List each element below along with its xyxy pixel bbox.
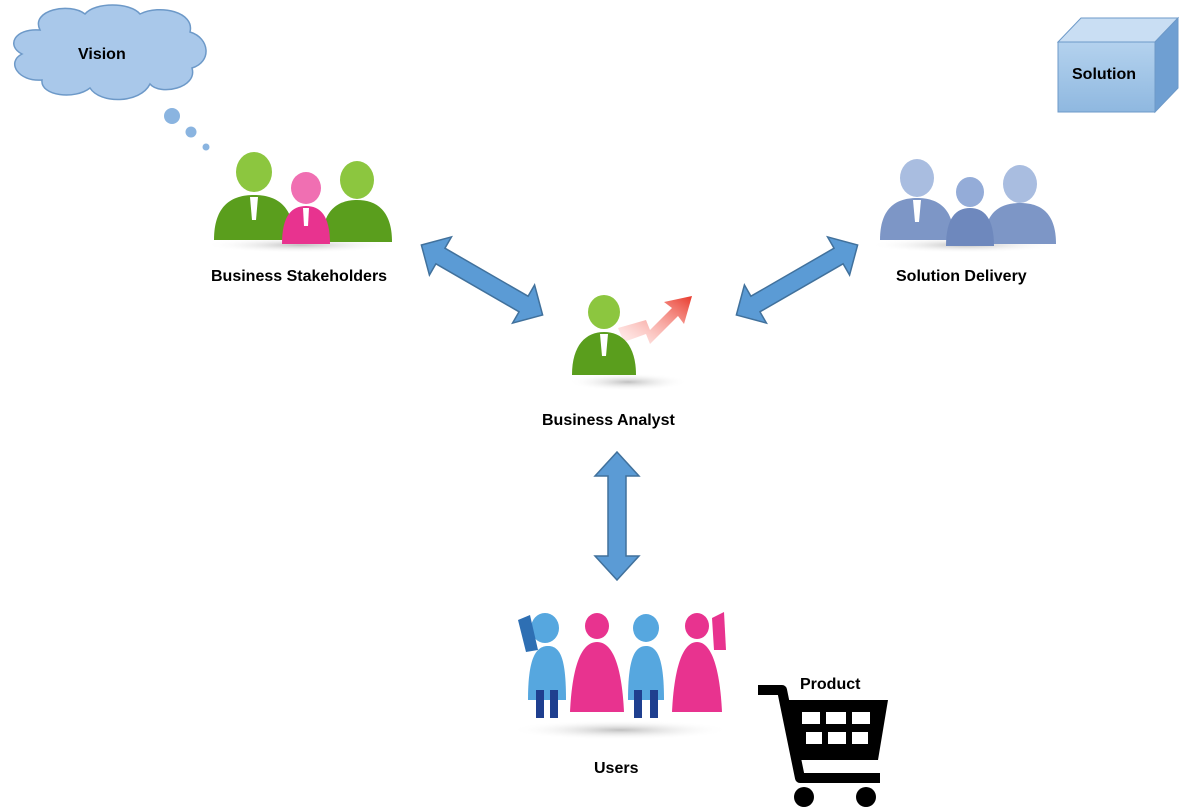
users-group-icon	[510, 612, 730, 740]
product-cart-icon	[758, 685, 888, 807]
solution-cube-icon	[1056, 16, 1179, 114]
vision-label: Vision	[78, 46, 126, 63]
solution-label: Solution	[1072, 66, 1136, 83]
arrow-analyst-users-icon	[593, 450, 641, 582]
stakeholders-label: Business Stakeholders	[211, 268, 388, 285]
delivery-group-icon	[870, 159, 1060, 253]
users-label: Users	[594, 760, 639, 777]
business-analyst-icon	[568, 295, 692, 391]
delivery-label: Solution Delivery	[896, 268, 1027, 285]
product-label: Product	[800, 676, 861, 693]
arrow-stakeholders-analyst-icon	[420, 235, 544, 325]
stakeholders-group-icon	[205, 152, 395, 253]
vision-cloud-icon	[13, 4, 210, 151]
arrow-delivery-analyst-icon	[735, 235, 859, 325]
analyst-label: Business Analyst	[542, 412, 675, 429]
